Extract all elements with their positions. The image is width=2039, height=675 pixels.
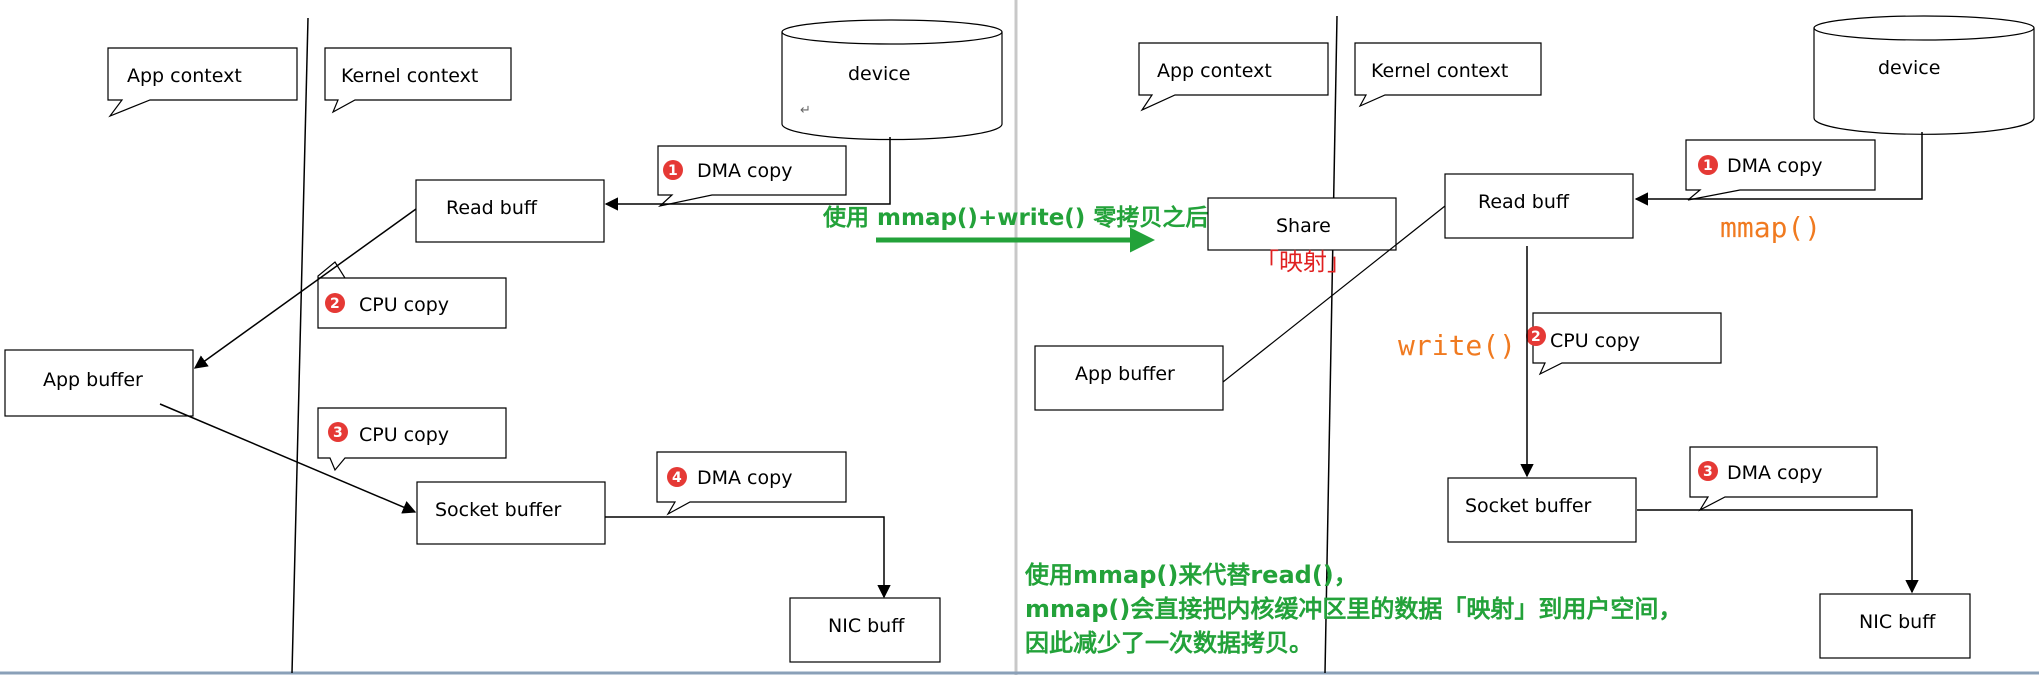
- context-separator-line: [291, 17, 309, 674]
- step-2-callout: 2 CPU copy: [317, 261, 507, 329]
- step-3-callout-right: 3 DMA copy: [1689, 446, 1878, 512]
- device-label: device: [848, 63, 910, 85]
- svg-text:3: 3: [333, 425, 343, 441]
- readbuff-share-map-line: [1222, 205, 1446, 383]
- share-box: Share 「映射」: [1207, 197, 1397, 276]
- svg-text:1: 1: [1703, 158, 1713, 174]
- readbuff-to-appbuffer-arrow: [193, 208, 417, 369]
- device-cylinder: device ↵: [781, 19, 1003, 141]
- svg-text:4: 4: [672, 470, 682, 486]
- step-4-callout: 4 DMA copy: [656, 451, 847, 516]
- svg-text:2: 2: [330, 296, 340, 312]
- nic-buff-box-right: NIC buff: [1819, 593, 1971, 659]
- step-1-callout-right: 1 DMA copy: [1685, 139, 1876, 201]
- right-panel: App context Kernel context device 1 DMA …: [1024, 15, 2035, 674]
- nic-buff-label-right: NIC buff: [1859, 611, 1936, 633]
- note-line-1: 使用mmap()来代替read()，: [1024, 561, 1358, 589]
- step-2-badge-right: [1526, 326, 1546, 346]
- device-label-right: device: [1878, 57, 1940, 79]
- transition: 使用 mmap()+write() 零拷贝之后: [822, 204, 1208, 253]
- svg-text:3: 3: [1703, 464, 1713, 480]
- left-panel: App context Kernel context device ↵ 1 DM…: [4, 17, 1003, 674]
- step-1-badge: [663, 160, 683, 180]
- socket-buffer-label: Socket buffer: [435, 499, 562, 521]
- svg-text:2: 2: [1531, 329, 1541, 345]
- app-context-label: App context: [127, 65, 242, 87]
- device-cylinder-right: device: [1813, 15, 2035, 135]
- step-1-callout: 1 DMA copy: [657, 145, 847, 208]
- app-context-callout-right: App context: [1138, 42, 1329, 112]
- app-buffer-label-right: App buffer: [1075, 363, 1175, 385]
- note-line-2: mmap()会直接把内核缓冲区里的数据「映射」到用户空间，: [1025, 595, 1682, 623]
- mmap-label: mmap(): [1720, 211, 1821, 244]
- step-2-label: CPU copy: [359, 294, 449, 316]
- note-line-3: 因此减少了一次数据拷贝。: [1025, 629, 1313, 657]
- step-1-label-right: DMA copy: [1727, 155, 1822, 177]
- socketbuffer-to-nicbuff-arrow-right: [1637, 509, 1919, 594]
- step-4-badge: [667, 467, 687, 487]
- step-3-badge-right: [1698, 461, 1718, 481]
- app-context-label-right: App context: [1157, 60, 1272, 82]
- app-context-callout: App context: [107, 47, 298, 118]
- socket-buffer-box-right: Socket buffer: [1447, 477, 1637, 543]
- step-2-badge: [325, 293, 345, 313]
- svg-text:↵: ↵: [800, 103, 811, 118]
- mapping-label: 「映射」: [1255, 248, 1351, 276]
- socket-buffer-box: Socket buffer: [416, 481, 606, 545]
- step-1-label: DMA copy: [697, 160, 792, 182]
- socketbuffer-to-nicbuff-arrow: [605, 516, 891, 599]
- write-label: write(): [1398, 329, 1516, 362]
- device-to-readbuff-arrow: [604, 137, 891, 211]
- nic-buff-label: NIC buff: [828, 615, 905, 637]
- nic-buff-box: NIC buff: [789, 597, 941, 663]
- step-2-callout-right: 2 CPU copy: [1526, 312, 1722, 376]
- device-to-readbuff-arrow-right: [1634, 132, 1923, 206]
- step-2-label-right: CPU copy: [1550, 330, 1640, 352]
- transition-label: 使用 mmap()+write() 零拷贝之后: [822, 204, 1208, 231]
- kernel-context-callout: Kernel context: [324, 47, 512, 114]
- explanation-note: 使用mmap()来代替read()， mmap()会直接把内核缓冲区里的数据「映…: [1024, 561, 1682, 657]
- appbuffer-to-socketbuffer-arrow: [159, 403, 417, 514]
- share-label: Share: [1276, 215, 1331, 237]
- step-3-label: CPU copy: [359, 424, 449, 446]
- read-buff-label: Read buff: [446, 197, 538, 219]
- svg-text:1: 1: [668, 163, 678, 179]
- app-buffer-box-right: App buffer: [1034, 345, 1224, 411]
- context-separator-line-right: [1324, 15, 1338, 674]
- kernel-context-label: Kernel context: [341, 65, 478, 87]
- step-3-label-right: DMA copy: [1727, 462, 1822, 484]
- kernel-context-label-right: Kernel context: [1371, 60, 1508, 82]
- step-1-badge-right: [1698, 155, 1718, 175]
- read-buff-box-right: Read buff: [1444, 173, 1634, 239]
- kernel-context-callout-right: Kernel context: [1354, 42, 1542, 108]
- read-buff-box: Read buff: [415, 179, 605, 243]
- app-buffer-label: App buffer: [43, 369, 143, 391]
- read-buff-label-right: Read buff: [1478, 191, 1570, 213]
- socket-buffer-label-right: Socket buffer: [1465, 495, 1592, 517]
- step-3-callout: 3 CPU copy: [317, 407, 507, 472]
- step-3-badge: [328, 422, 348, 442]
- step-4-label: DMA copy: [697, 467, 792, 489]
